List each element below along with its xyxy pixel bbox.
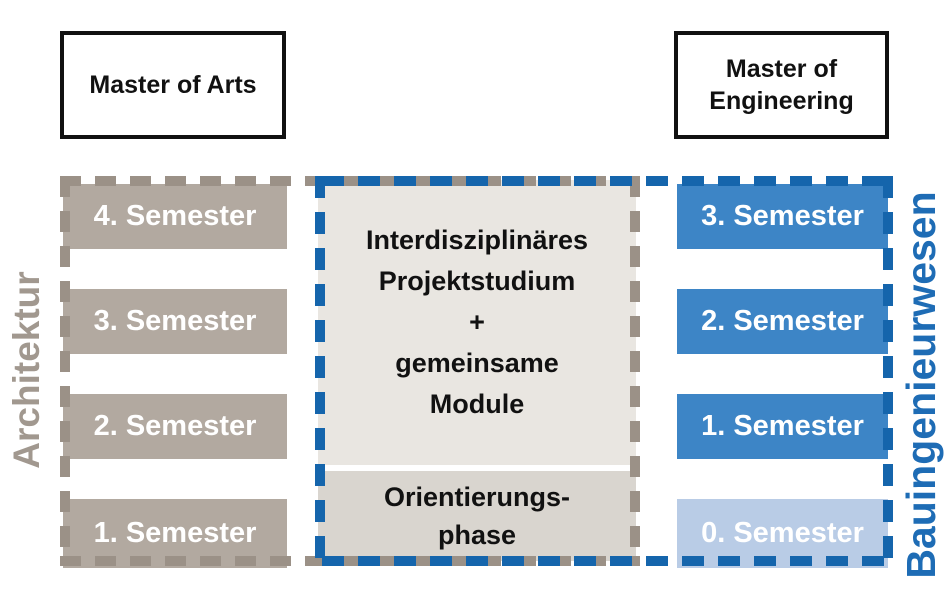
architecture-semester-4-label: 4. Semester — [93, 200, 257, 232]
orientation-phase-line-2: phase — [437, 520, 517, 550]
architecture-semester-1-block: 1. Semester — [63, 499, 287, 568]
orientation-phase-line-1: Orientierungs- — [383, 482, 571, 512]
joint-studies-line-3: + — [469, 307, 485, 337]
engineering-semester-3-label: 3. Semester — [701, 200, 864, 232]
engineering-semester-2-block: 2. Semester — [677, 289, 888, 354]
engineering-semester-0-label: 0. Semester — [701, 517, 864, 549]
architecture-semester-1-label: 1. Semester — [93, 517, 257, 549]
architecture-semester-2-label: 2. Semester — [93, 410, 257, 442]
master-of-engineering-label: Master of Engineering — [709, 54, 854, 116]
master-of-engineering-box: Master of Engineering — [674, 31, 889, 139]
joint-studies-line-4: gemeinsame — [395, 348, 559, 378]
engineering-semester-1-label: 1. Semester — [701, 410, 864, 442]
architecture-semester-3-label: 3. Semester — [93, 305, 257, 337]
master-of-arts-box: Master of Arts — [60, 31, 286, 139]
engineering-semester-3-block: 3. Semester — [677, 184, 888, 249]
orientation-phase-block: Orientierungs- phase — [318, 471, 636, 561]
architecture-semester-4-block: 4. Semester — [63, 184, 287, 249]
joint-studies-block: Interdisziplinäres Projektstudium + geme… — [318, 180, 636, 465]
joint-studies-line-5: Module — [429, 389, 525, 419]
engineering-semester-1-block: 1. Semester — [677, 394, 888, 459]
architecture-semester-2-block: 2. Semester — [63, 394, 287, 459]
joint-studies-line-2: Projektstudium — [378, 266, 576, 296]
engineering-faculty-label: Bauingenieurwesen — [897, 191, 944, 579]
architecture-semester-3-block: 3. Semester — [63, 289, 287, 354]
joint-studies-line-1: Interdisziplinäres — [365, 225, 589, 255]
architecture-faculty-label: Architektur — [6, 271, 47, 469]
master-of-arts-label: Master of Arts — [89, 70, 257, 99]
engineering-semester-0-block: 0. Semester — [677, 499, 888, 568]
engineering-semester-2-label: 2. Semester — [701, 305, 864, 337]
